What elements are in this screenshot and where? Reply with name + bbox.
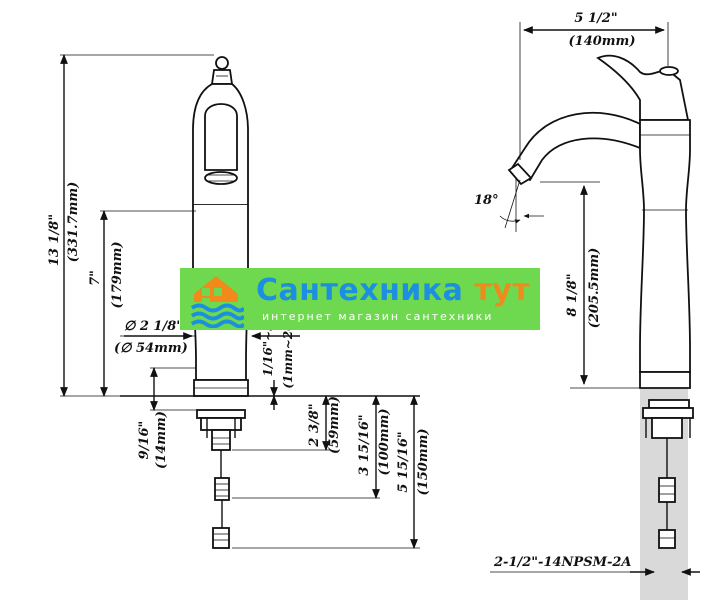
overall-height-mm-label: (331.7mm) xyxy=(66,182,81,263)
spout-height-mm-label: (179mm) xyxy=(110,242,125,309)
thread-spec-label: 2-1/2"-14NPSM-2A xyxy=(493,555,632,570)
overall-height-in-label: 13 1/8" xyxy=(47,214,62,266)
house-logo-icon xyxy=(190,276,244,328)
shank-b-mm-label: (100mm) xyxy=(377,409,392,476)
watermark-brand: Сантехника тут xyxy=(256,273,530,308)
shank-top-in-label: 9/16" xyxy=(137,421,152,460)
front-mount xyxy=(196,409,246,549)
spout-angle-label: 18° xyxy=(474,193,499,208)
shank-c-mm-label: (150mm) xyxy=(416,429,431,496)
reach-mm-label: (140mm) xyxy=(569,34,636,49)
front-spout-body xyxy=(192,83,249,206)
shank-b-in-label: 3 15/16" xyxy=(357,414,372,475)
base-diameter-mm-label: (∅ 54mm) xyxy=(114,341,188,356)
side-body xyxy=(639,119,691,389)
base-diameter-in-label: ∅ 2 1/8" xyxy=(124,319,183,334)
front-handle xyxy=(210,56,234,85)
body-height-mm-label: (205.5mm) xyxy=(587,248,602,329)
front-view: 13 1/8" (331.7mm) 7" (179mm) ∅ 2 1/8" (∅… xyxy=(47,54,431,549)
shank-a-in-label: 2 3/8" xyxy=(307,403,322,447)
brand-main-text: Сантехника xyxy=(256,273,464,308)
side-view: 5 1/2" (140mm) 18° 8 1/8" (205.5mm) 2-1/… xyxy=(474,11,700,600)
reach-in-label: 5 1/2" xyxy=(574,11,617,26)
brand-accent-text: тут xyxy=(474,273,531,308)
watermark-tagline: интернет магазин сантехники xyxy=(262,310,494,323)
side-spout xyxy=(507,111,641,186)
side-handle xyxy=(596,54,690,121)
shank-a-mm-label: (59mm) xyxy=(327,396,342,454)
side-mount xyxy=(642,399,694,549)
spout-height-in-label: 7" xyxy=(88,270,103,286)
shank-top-mm-label: (14mm) xyxy=(154,411,169,469)
body-height-in-label: 8 1/8" xyxy=(565,273,580,316)
shank-c-in-label: 5 15/16" xyxy=(396,431,411,492)
